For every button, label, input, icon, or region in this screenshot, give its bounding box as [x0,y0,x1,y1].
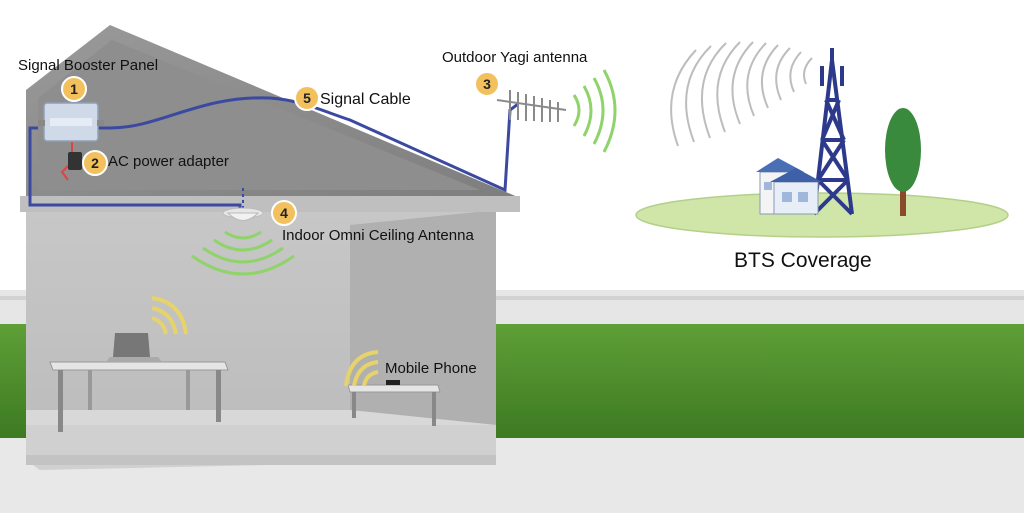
attic-floor [20,196,520,212]
tree [885,108,921,216]
bts-broadcast-waves [670,41,813,147]
ac-power-adapter [68,152,82,170]
badge-2-number: 2 [91,155,99,171]
badge-1: 1 [61,76,87,102]
omni-signal-waves [191,230,295,276]
signal-cable-path [62,96,519,193]
house-floor [26,410,496,425]
fence-line [0,296,1024,300]
bts-ground [635,192,1009,238]
label-omni-antenna: Indoor Omni Ceiling Antenna [282,227,474,244]
phone-table [347,380,441,426]
phone-signal-waves [344,350,379,387]
cell-tower [812,48,854,216]
badge-4: 4 [271,200,297,226]
label-bts-coverage: BTS Coverage [734,249,872,272]
label-signal-cable: Signal Cable [320,91,411,108]
label-ac-adapter: AC power adapter [108,153,229,170]
signal-booster-panel [38,102,104,142]
badge-4-number: 4 [280,205,288,221]
yagi-signal-waves [572,69,617,153]
bts-building [756,158,822,215]
badge-5: 5 [294,85,320,111]
badge-3: 3 [474,71,500,97]
yagi-antenna [496,90,567,122]
badge-5-number: 5 [303,90,311,106]
signal-cable-down [28,126,242,212]
omni-ceiling-antenna [222,188,264,221]
house-side-wall [350,210,496,425]
roof-inner [38,40,480,190]
label-yagi-antenna: Outdoor Yagi antenna [442,49,588,66]
badge-1-number: 1 [70,81,78,97]
house-foundation-edge [26,455,496,465]
badge-2: 2 [82,150,108,176]
label-mobile-phone: Mobile Phone [385,360,477,377]
badge-3-number: 3 [483,76,491,92]
laptop-table [49,333,229,432]
label-booster-panel: Signal Booster Panel [18,57,158,74]
laptop-signal-waves [151,296,188,335]
